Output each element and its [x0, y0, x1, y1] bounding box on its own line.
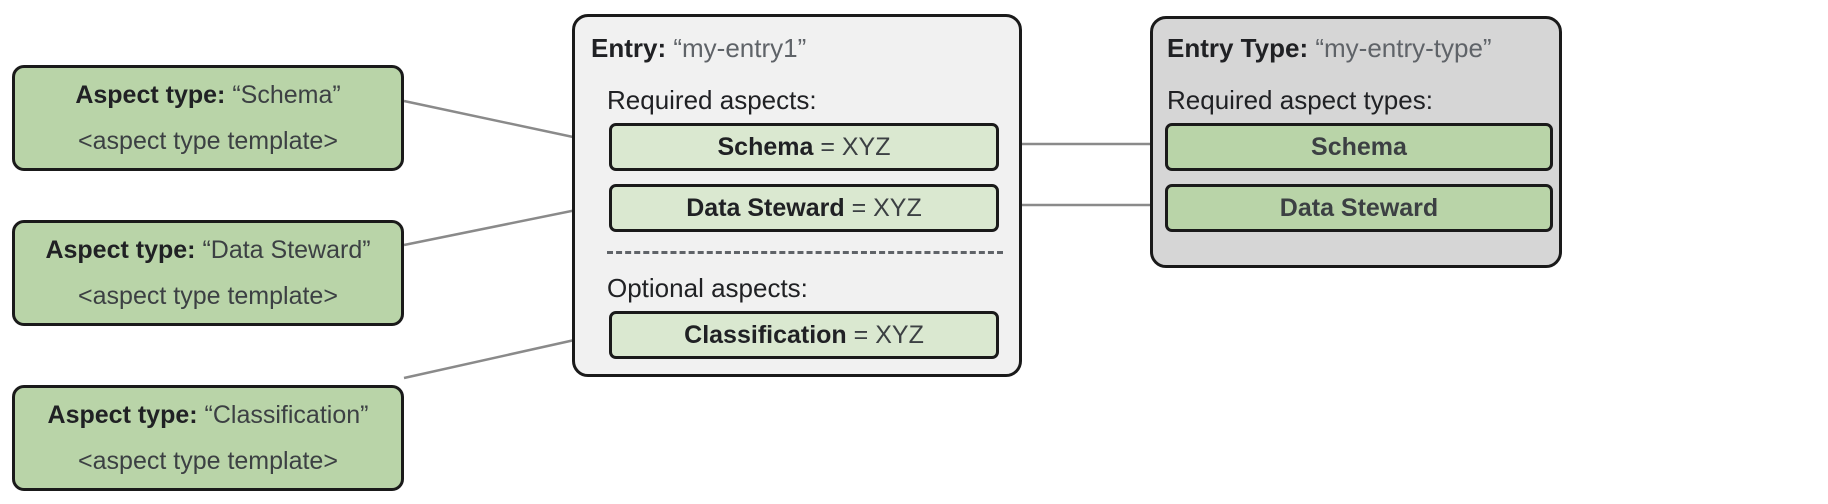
aspect-type-heading: Aspect type: “Data Steward”: [45, 235, 370, 266]
entry-aspect-data-steward[interactable]: Data Steward = XYZ: [609, 184, 999, 232]
aspect-type-card-schema[interactable]: Aspect type: “Schema” <aspect type templ…: [12, 65, 404, 171]
aspect-type-name: “Data Steward”: [202, 235, 371, 264]
aspect-type-name: “Classification”: [204, 400, 369, 429]
entry-title-label: Entry:: [591, 33, 667, 63]
entry-aspect-value: = XYZ: [853, 320, 924, 349]
entry-type-aspect-name: Data Steward: [1279, 193, 1439, 222]
aspect-type-name: “Schema”: [232, 80, 341, 109]
entry-aspect-data-steward-text: Data Steward = XYZ: [686, 194, 922, 223]
entry-type-title-label: Entry Type:: [1167, 33, 1309, 63]
entry-type-title-name: “my-entry-type”: [1315, 33, 1492, 63]
entry-type-panel[interactable]: Entry Type: “my-entry-type” Required asp…: [1150, 16, 1562, 268]
entry-type-aspect-schema[interactable]: Schema: [1165, 123, 1553, 171]
entry-aspect-name: Classification: [684, 320, 847, 349]
aspect-type-card-classification[interactable]: Aspect type: “Classification” <aspect ty…: [12, 385, 404, 491]
aspect-type-template: <aspect type template>: [78, 127, 338, 156]
entry-type-aspect-data-steward[interactable]: Data Steward: [1165, 184, 1553, 232]
entry-aspect-name: Schema: [717, 132, 814, 161]
entry-panel[interactable]: Entry: “my-entry1” Required aspects: Sch…: [572, 14, 1022, 377]
required-optional-divider: [607, 251, 1003, 254]
aspect-type-template: <aspect type template>: [78, 282, 338, 311]
aspect-type-label: Aspect type:: [75, 80, 226, 109]
entry-aspect-schema[interactable]: Schema = XYZ: [609, 123, 999, 171]
entry-panel-title: Entry: “my-entry1”: [591, 33, 806, 64]
entry-aspect-value: = XYZ: [820, 132, 891, 161]
aspect-type-heading: Aspect type: “Classification”: [48, 400, 369, 431]
entry-type-panel-title: Entry Type: “my-entry-type”: [1167, 33, 1492, 64]
entry-aspect-schema-text: Schema = XYZ: [717, 133, 890, 162]
required-aspects-label: Required aspects:: [607, 85, 817, 115]
entry-aspect-classification[interactable]: Classification = XYZ: [609, 311, 999, 359]
aspect-type-label: Aspect type:: [47, 400, 198, 429]
entry-title-name: “my-entry1”: [673, 33, 807, 63]
aspect-type-label: Aspect type:: [45, 235, 196, 264]
entry-type-aspect-name: Schema: [1311, 132, 1407, 161]
aspect-type-card-data-steward[interactable]: Aspect type: “Data Steward” <aspect type…: [12, 220, 404, 326]
entry-aspect-value: = XYZ: [851, 193, 922, 222]
aspect-type-template: <aspect type template>: [78, 447, 338, 476]
aspect-type-heading: Aspect type: “Schema”: [75, 80, 340, 111]
entry-aspect-name: Data Steward: [686, 193, 845, 222]
entry-aspect-classification-text: Classification = XYZ: [684, 321, 924, 350]
required-aspect-types-label: Required aspect types:: [1167, 85, 1433, 115]
optional-aspects-label: Optional aspects:: [607, 273, 808, 303]
